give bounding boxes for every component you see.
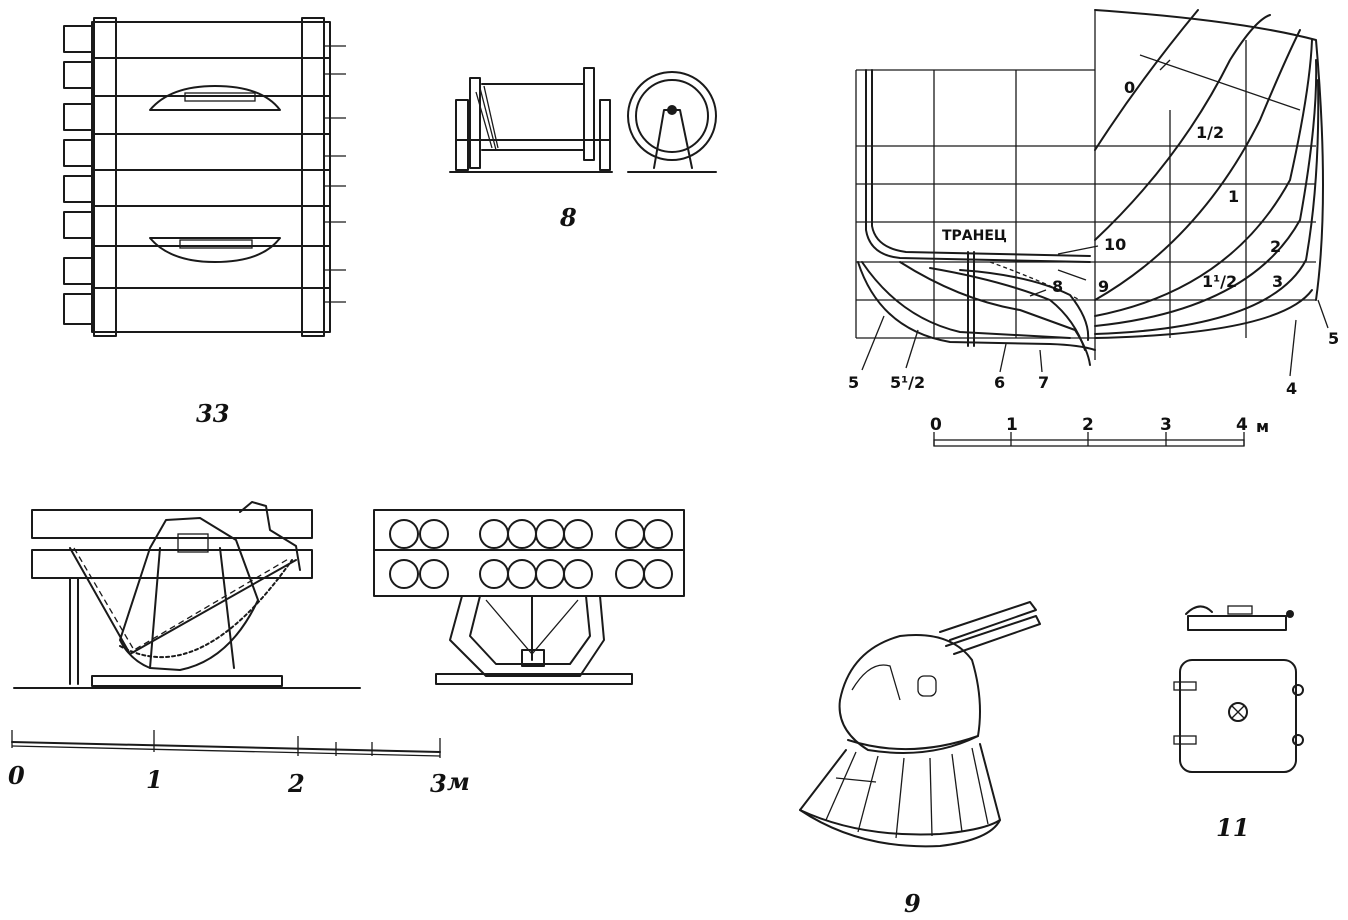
station-9-label: 9 [1098,277,1109,296]
station-6-label: 6 [994,373,1005,392]
launcher-scale-tick-2: 2 [287,769,305,798]
station-1-2-label: 1/2 [1196,123,1224,142]
figure-8-reel [449,67,717,173]
figure-11-caption: 11 [1216,813,1249,842]
station-1-label: 1 [1228,187,1239,206]
scale-unit: м [1256,417,1269,436]
station-5-1-2-label: 5¹/2 [890,373,925,392]
figure-33-rack-top-view [63,17,346,337]
body-plan-drawing: ТРАНЕЦ 0 1/2 1 2 1¹/2 3 5 4 10 9 8 5 5¹/… [848,9,1339,398]
station-1-1-2-label: 1¹/2 [1202,272,1237,291]
transom-label: ТРАНЕЦ [942,228,1007,244]
scale-tick-0: 0 [930,415,942,435]
figure-9-caption: 9 [904,889,921,918]
station-7-label: 7 [1038,373,1049,392]
station-8-label: 8 [1052,277,1063,296]
scale-tick-1: 1 [1006,415,1018,435]
launcher-scale-tick-3: 3 [430,769,447,798]
body-plan-scale-bar: 0 1 2 3 4 м [930,415,1269,447]
station-2-label: 2 [1270,237,1281,256]
launcher-scale-unit: м [447,767,470,796]
scale-tick-4: 4 [1236,415,1248,435]
launcher-scale-tick-0: 0 [8,761,25,790]
station-3-label: 3 [1272,272,1283,291]
station-5-right-label: 5 [1328,329,1339,348]
station-0-label: 0 [1124,78,1135,97]
launcher-scale-tick-1: 1 [146,765,163,794]
station-5-left-label: 5 [848,373,859,392]
figure-9-gun-turret [799,601,1041,848]
station-4-label: 4 [1286,379,1297,398]
scale-tick-2: 2 [1082,415,1094,435]
launcher-side-view [13,501,685,689]
launcher-scale-bar: 0 1 2 3 м [8,730,470,798]
figure-11-hatch [1173,605,1304,773]
scale-tick-3: 3 [1160,415,1172,435]
station-10-label: 10 [1104,235,1126,254]
figure-33-caption: 33 [196,399,229,428]
figure-8-caption: 8 [559,203,577,232]
